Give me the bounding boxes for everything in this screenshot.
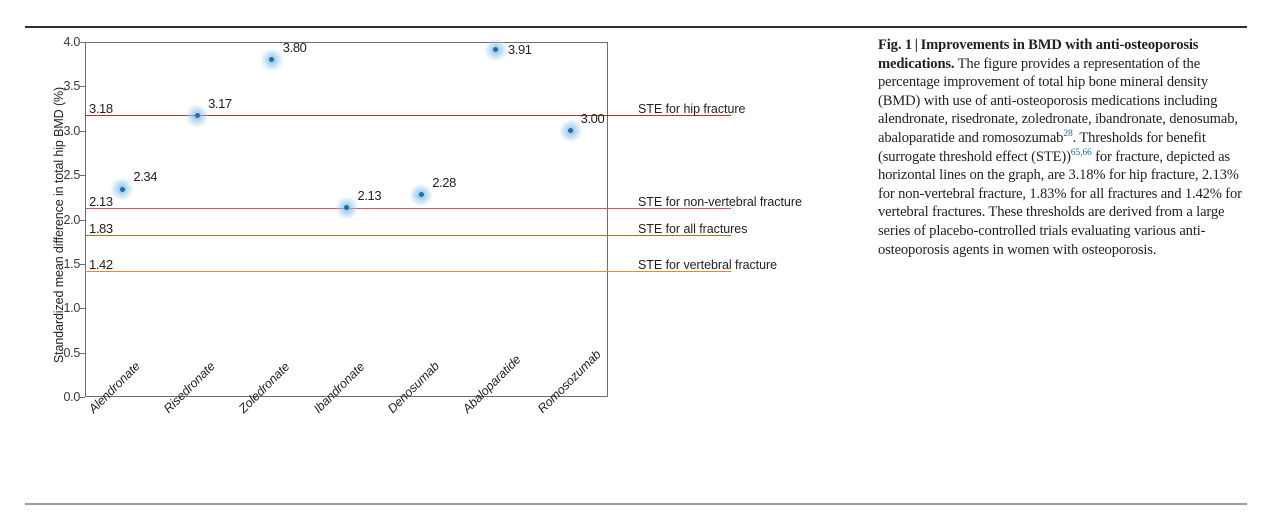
threshold-description-label: STE for non-vertebral fracture xyxy=(638,194,802,209)
data-point-core xyxy=(119,186,125,192)
reference-65-66: 65,66 xyxy=(1070,146,1092,158)
data-point-core xyxy=(344,205,349,211)
y-axis-tick-mark xyxy=(79,263,85,265)
data-point-core xyxy=(194,113,200,119)
y-axis-tick-mark xyxy=(79,308,85,310)
figure-top-rule xyxy=(25,26,1247,28)
data-point-core xyxy=(269,57,275,63)
y-axis-tick-label: 4.0 xyxy=(63,35,81,49)
data-point-marker[interactable] xyxy=(184,103,210,129)
data-point-marker[interactable] xyxy=(109,176,135,202)
data-point-marker[interactable] xyxy=(483,37,509,63)
threshold-value-label: 1.42 xyxy=(89,256,113,272)
y-axis-tick-label: 2.5 xyxy=(63,168,81,183)
threshold-description-label: STE for hip fracture xyxy=(638,101,746,116)
data-point-value-label: 3.91 xyxy=(507,41,532,57)
threshold-value-label: 3.18 xyxy=(89,100,113,116)
threshold-value-label: 1.83 xyxy=(89,220,113,236)
threshold-description-label: STE for vertebral fracture xyxy=(638,257,778,272)
data-point-marker[interactable] xyxy=(334,195,360,221)
data-point-marker[interactable] xyxy=(558,118,584,144)
data-point-marker[interactable] xyxy=(259,47,285,73)
threshold-line xyxy=(85,270,731,273)
y-axis-tick-mark xyxy=(79,175,85,177)
data-point-value-label: 3.17 xyxy=(208,95,232,111)
data-point-marker[interactable] xyxy=(408,182,434,208)
data-point-value-label: 2.34 xyxy=(133,169,158,185)
y-axis-tick-label: 1.0 xyxy=(63,301,81,316)
data-point-value-label: 3.80 xyxy=(282,39,307,55)
y-axis-tick-mark xyxy=(79,42,85,43)
data-point-core xyxy=(418,192,424,198)
chart-figure: Standardized mean difference in total hi… xyxy=(52,35,802,416)
figure-bottom-rule xyxy=(25,503,1247,505)
threshold-line xyxy=(85,114,731,117)
y-axis-tick-label: 2.0 xyxy=(63,212,81,227)
y-axis-tick-label: 3.5 xyxy=(63,79,81,94)
data-point-value-label: 2.28 xyxy=(432,174,456,190)
y-axis-tick-mark xyxy=(79,397,85,398)
y-axis-tick-mark xyxy=(79,86,85,88)
figure-title: Improvements in BMD with anti-osteoporos… xyxy=(878,37,1199,72)
data-point-core xyxy=(493,47,499,53)
figure-caption: Fig. 1 | Improvements in BMD with anti-o… xyxy=(878,37,1242,258)
threshold-line xyxy=(85,207,731,210)
y-axis-tick-label: 0.0 xyxy=(63,390,81,404)
threshold-value-label: 2.13 xyxy=(89,193,113,209)
figure-number: Fig. 1 xyxy=(878,37,912,53)
y-axis-tick-label: 3.0 xyxy=(63,123,81,138)
threshold-line xyxy=(85,234,731,236)
data-point-core xyxy=(568,128,574,134)
threshold-description-label: STE for all fractures xyxy=(638,221,748,236)
y-axis-tick-label: 1.5 xyxy=(63,256,81,271)
reference-28: 28 xyxy=(1063,128,1073,140)
caption-text-3: for fracture, depicted as horizontal lin… xyxy=(878,148,1242,258)
y-axis-tick-mark xyxy=(79,130,85,132)
y-axis-tick-mark xyxy=(79,219,85,221)
y-axis-tick-mark xyxy=(79,352,85,354)
caption-text-2: . Thresholds for benefit (surrogate thre… xyxy=(878,129,1206,165)
data-point-value-label: 3.00 xyxy=(580,110,605,126)
caption-text-1: The figure provides a representation of … xyxy=(878,55,1238,146)
plot-area xyxy=(85,42,608,397)
data-point-value-label: 2.13 xyxy=(357,187,382,203)
y-axis-tick-label: 0.5 xyxy=(63,345,81,360)
